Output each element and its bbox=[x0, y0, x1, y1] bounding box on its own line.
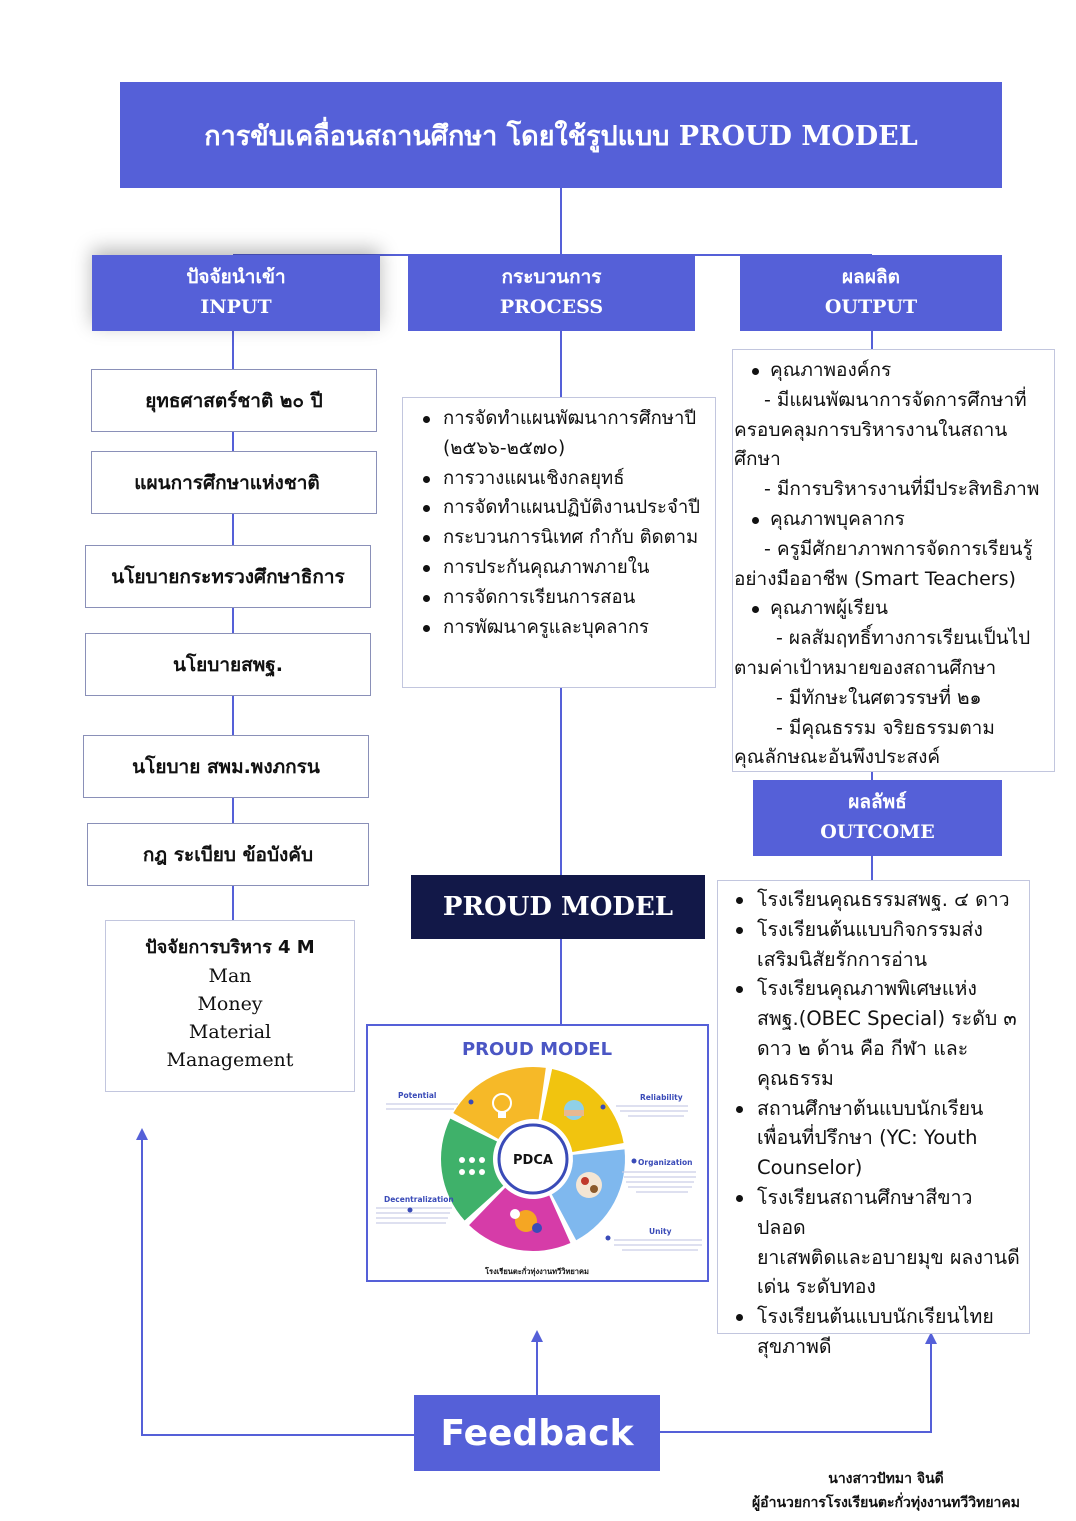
input-box-national-strategy: ยุทธศาสตร์ชาติ ๒๐ ปี bbox=[91, 369, 377, 432]
feedback-box: Feedback bbox=[414, 1395, 660, 1471]
potential-label: Potential bbox=[398, 1091, 436, 1100]
decentralization-label: Decentralization bbox=[384, 1195, 454, 1204]
process-header-thai: กระบวนการ bbox=[501, 266, 602, 288]
reliability-label: Reliability bbox=[640, 1093, 683, 1102]
output-header-english: OUTPUT bbox=[824, 296, 918, 318]
arrowhead-left bbox=[136, 1128, 148, 1140]
signature-name: นางสาวปัทมา จินดี bbox=[828, 1471, 944, 1487]
output-detail: - มีคุณธรรม จริยธรรมตาม bbox=[776, 716, 995, 739]
process-header: กระบวนการ PROCESS bbox=[408, 255, 695, 331]
output-category-students: คุณภาพผู้เรียน bbox=[734, 594, 1052, 624]
output-category-personnel: คุณภาพบุคลากร bbox=[734, 505, 1052, 535]
management-item-management: Management bbox=[166, 1049, 294, 1071]
process-list-box: การจัดทำแผนพัฒนาการศึกษาปี (๒๕๖๖-๒๕๗๐) ก… bbox=[402, 397, 716, 688]
output-detail-continuation: ตามค่าเป้าหมายของสถานศึกษา bbox=[734, 656, 997, 679]
outcome-item-continuation: ดาว ๒ ด้าน คือ กีฬา และ bbox=[757, 1036, 969, 1060]
process-item: การจัดการเรียนการสอน bbox=[421, 583, 711, 613]
output-detail: - ครูมีศักยาภาพการจัดการเรียนรู้ bbox=[764, 537, 1033, 560]
page-title: การขับเคลื่อนสถานศึกษา โดยใช้รูปแบบ PROU… bbox=[120, 82, 1002, 188]
arrowhead-right bbox=[925, 1332, 937, 1344]
input-box-ministry-policy: นโยบายกระทรวงศึกษาธิการ bbox=[85, 545, 371, 608]
arrowhead-center bbox=[531, 1330, 543, 1342]
output-detail: - มีการบริหารงานที่มีประสิทธิภาพ bbox=[764, 478, 1040, 501]
outcome-header: ผลลัพธ์ OUTCOME bbox=[753, 780, 1002, 856]
management-item-material: Material bbox=[188, 1021, 272, 1043]
output-detail: - มีแผนพัฒนาการจัดการศึกษาที่ bbox=[764, 388, 1027, 411]
pdca-center-label: PDCA bbox=[513, 1153, 553, 1168]
puzzle-hands-icon bbox=[510, 1209, 542, 1233]
input-box-regulations: กฎ ระเบียบ ข้อบังคับ bbox=[87, 823, 369, 886]
management-4m-box: ปัจจัยการบริหาร 4 M Man Money Material M… bbox=[105, 920, 355, 1092]
infographic-footer: โรงเรียนตะกั่วทุ่งงานทวีวิทยาคม bbox=[484, 1265, 589, 1276]
organization-label: Organization bbox=[638, 1158, 693, 1167]
feedback-arrow-left bbox=[141, 1136, 414, 1436]
process-item: การจัดทำแผนพัฒนาการศึกษาปี bbox=[421, 404, 711, 434]
input-box-national-education-plan: แผนการศึกษาแห่งชาติ bbox=[91, 451, 377, 514]
lightbulb-icon bbox=[492, 1093, 512, 1118]
output-detail-continuation: ครอบคลุมการบริหารงานในสถาน bbox=[734, 418, 1008, 441]
outcome-item: โรงเรียนต้นแบบกิจกรรมส่ง bbox=[734, 915, 1027, 945]
input-header-thai: ปัจจัยนำเข้า bbox=[186, 266, 286, 288]
outcome-item-continuation: Counselor) bbox=[757, 1156, 863, 1180]
output-detail-continuation: คุณลักษณะอันพึงประสงค์ bbox=[734, 746, 941, 769]
output-detail: - ผลสัมฤทธิ์ทางการเรียนเป็นไป bbox=[776, 627, 1031, 650]
team-icon bbox=[459, 1157, 485, 1175]
signature-block: นางสาวปัทมา จินดี ผู้อำนวยการโรงเรียนตะก… bbox=[700, 1467, 1072, 1515]
outcome-item-continuation: สุขภาพดี bbox=[757, 1334, 832, 1358]
ring-segment-potential bbox=[453, 1067, 546, 1139]
input-header: ปัจจัยนำเข้า INPUT bbox=[92, 255, 380, 331]
outcome-item: โรงเรียนสถานศึกษาสีขาว ปลอด bbox=[734, 1183, 1027, 1243]
output-detail: - มีทักษะในศตวรรษที่ ๒๑ bbox=[776, 686, 982, 709]
outcome-item-continuation: ยาเสพติดและอบายมุข ผลงานดี bbox=[757, 1245, 1020, 1269]
process-item: การวางแผนเชิงกลยุทธ์ bbox=[421, 464, 711, 494]
outcome-item: โรงเรียนต้นแบบนักเรียนไทย bbox=[734, 1302, 1027, 1332]
outcome-item-continuation: คุณธรรม bbox=[757, 1066, 834, 1090]
management-item-man: Man bbox=[208, 965, 252, 987]
process-item: การพัฒนาครูและบุคลากร bbox=[421, 613, 711, 643]
proud-model-label: PROUD MODEL bbox=[411, 875, 705, 939]
process-item: การประกันคุณภาพภายใน bbox=[421, 553, 711, 583]
output-list-box: คุณภาพองค์กร - มีแผนพัฒนาการจัดการศึกษาท… bbox=[732, 349, 1055, 772]
management-item-money: Money bbox=[197, 993, 263, 1015]
input-header-english: INPUT bbox=[200, 296, 272, 318]
feedback-arrow-right bbox=[660, 1340, 932, 1433]
signature-position: ผู้อำนวยการโรงเรียนตะกั่วทุ่งงานทวีวิทยา… bbox=[751, 1495, 1021, 1511]
process-item: การจัดทำแผนปฏิบัติงานประจำปี bbox=[421, 493, 711, 523]
outcome-item-continuation: เพื่อนที่ปรึกษา (YC: Youth bbox=[757, 1126, 978, 1150]
outcome-item: โรงเรียนคุณธรรมสพฐ. ๔ ดาว bbox=[734, 885, 1027, 915]
pdca-center-circle bbox=[497, 1123, 569, 1195]
outcome-item: โรงเรียนคุณภาพพิเศษแห่ง bbox=[734, 974, 1027, 1004]
output-category-organization: คุณภาพองค์กร bbox=[734, 356, 1052, 386]
outcome-header-english: OUTCOME bbox=[820, 821, 935, 843]
output-header: ผลผลิต OUTPUT bbox=[740, 255, 1002, 331]
outcome-item-continuation: สพฐ.(OBEC Special) ระดับ ๓ bbox=[757, 1007, 1017, 1031]
unity-label: Unity bbox=[649, 1227, 672, 1236]
process-header-english: PROCESS bbox=[499, 296, 604, 318]
output-detail-continuation: ศึกษา bbox=[734, 448, 781, 471]
outcome-item: สถานศึกษาต้นแบบนักเรียน bbox=[734, 1094, 1027, 1124]
outcome-item-continuation: เสริมนิสัยรักการอ่าน bbox=[757, 947, 928, 971]
process-item-continuation: (๒๕๖๖-๒๕๗๐) bbox=[443, 437, 566, 459]
outcome-item-continuation: เด่น ระดับทอง bbox=[757, 1275, 876, 1299]
output-detail-continuation: อย่างมืออาชีพ (Smart Teachers) bbox=[734, 567, 1016, 590]
meeting-icon bbox=[576, 1172, 602, 1198]
input-box-obec-policy: นโยบายสพฐ. bbox=[85, 633, 371, 696]
proud-model-infographic: PROUD MODEL PDCA Potential Reliability O… bbox=[366, 1024, 709, 1282]
outcome-header-thai: ผลลัพธ์ bbox=[848, 791, 907, 813]
outcome-list-box: โรงเรียนคุณธรรมสพฐ. ๔ ดาว โรงเรียนต้นแบบ… bbox=[717, 880, 1030, 1358]
input-box-area-office-policy: นโยบาย สพม.พงภกรน bbox=[83, 735, 369, 798]
output-header-thai: ผลผลิต bbox=[842, 266, 900, 288]
management-4m-title: ปัจจัยการบริหาร 4 M bbox=[145, 937, 315, 958]
process-item: กระบวนการนิเทศ กำกับ ติดตาม bbox=[421, 523, 711, 553]
description-lines bbox=[376, 1103, 702, 1251]
infographic-title: PROUD MODEL bbox=[462, 1039, 612, 1060]
handshake-icon bbox=[564, 1100, 584, 1120]
